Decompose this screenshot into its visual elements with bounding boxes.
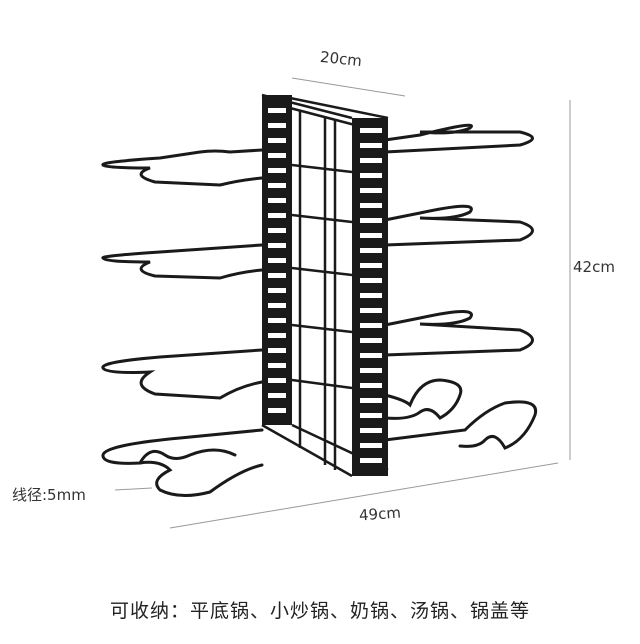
pillar-slot bbox=[268, 273, 286, 278]
pillar-slot bbox=[360, 353, 382, 358]
left-arm-tier-1 bbox=[101, 148, 264, 187]
pillar-slot bbox=[268, 168, 286, 173]
pillar-slot bbox=[360, 398, 382, 403]
pillar-slot bbox=[360, 143, 382, 148]
pillar-slot bbox=[268, 243, 286, 248]
pillar-slot bbox=[268, 318, 286, 323]
right-arm-tier-4-back bbox=[383, 400, 538, 450]
height-label: 42cm bbox=[573, 258, 615, 276]
rack-wire-arms bbox=[101, 123, 538, 497]
pillar-slot bbox=[268, 108, 286, 113]
pillar-slot bbox=[360, 413, 382, 418]
pillar-slot bbox=[268, 393, 286, 398]
pillar-slot bbox=[268, 408, 286, 413]
frame-rods bbox=[261, 93, 389, 478]
pillar-slot bbox=[360, 458, 382, 463]
pillar-slot bbox=[360, 293, 382, 298]
right-arm-tier-3 bbox=[383, 310, 534, 357]
dimension-lines bbox=[114, 77, 571, 529]
pillar-slot bbox=[268, 228, 286, 233]
pillar-slot bbox=[268, 258, 286, 263]
pillar-slot bbox=[360, 383, 382, 388]
pillar-slot bbox=[268, 213, 286, 218]
pillar-slot bbox=[360, 128, 382, 133]
pillar-slot bbox=[268, 138, 286, 143]
pillar-slot bbox=[268, 288, 286, 293]
pillar-slot bbox=[360, 308, 382, 313]
pillar-slot bbox=[268, 303, 286, 308]
right-arm-tier-2 bbox=[383, 204, 534, 247]
pillar-slot bbox=[268, 333, 286, 338]
pillar-slot bbox=[360, 188, 382, 193]
pillar-slot bbox=[360, 428, 382, 433]
pillar-slot bbox=[268, 153, 286, 158]
left-arm-hook bbox=[138, 448, 237, 465]
storage-caption: 可收纳：平底锅、小炒锅、奶锅、汤锅、锅盖等 bbox=[109, 600, 530, 622]
left-pillar-slots bbox=[268, 108, 286, 413]
pillar-slot bbox=[268, 348, 286, 353]
pillar-slot bbox=[360, 338, 382, 343]
width-label: 49cm bbox=[358, 503, 402, 525]
pillar-slot bbox=[360, 443, 382, 448]
wire-diameter-label: 线径:5mm bbox=[12, 486, 86, 504]
left-arm-tier-2 bbox=[101, 243, 264, 280]
right-pillar-slots bbox=[360, 128, 382, 463]
pillar-slot bbox=[360, 368, 382, 373]
pillar-slot bbox=[268, 123, 286, 128]
pillar-slot bbox=[360, 218, 382, 223]
wire-pointer-line bbox=[114, 487, 153, 491]
pillar-slot bbox=[360, 248, 382, 253]
right-arm-tier-4-front bbox=[383, 378, 463, 420]
pillar-slot bbox=[268, 198, 286, 203]
pillar-slot bbox=[360, 158, 382, 163]
pillar-slot bbox=[360, 323, 382, 328]
left-arm-tier-3 bbox=[101, 348, 264, 400]
pillar-slot bbox=[360, 203, 382, 208]
pillar-slot bbox=[360, 263, 382, 268]
pillar-slot bbox=[360, 173, 382, 178]
pillar-slot bbox=[268, 183, 286, 188]
pillar-slot bbox=[360, 233, 382, 238]
pillar-slot bbox=[268, 363, 286, 368]
left-arm-tier-4 bbox=[101, 428, 264, 497]
pillar-slot bbox=[360, 278, 382, 283]
right-arm-tier-1 bbox=[383, 123, 534, 154]
pillar-slot bbox=[268, 378, 286, 383]
width-dimension-line bbox=[169, 462, 559, 529]
rack-frame bbox=[261, 93, 389, 478]
depth-dimension-line bbox=[291, 77, 406, 97]
